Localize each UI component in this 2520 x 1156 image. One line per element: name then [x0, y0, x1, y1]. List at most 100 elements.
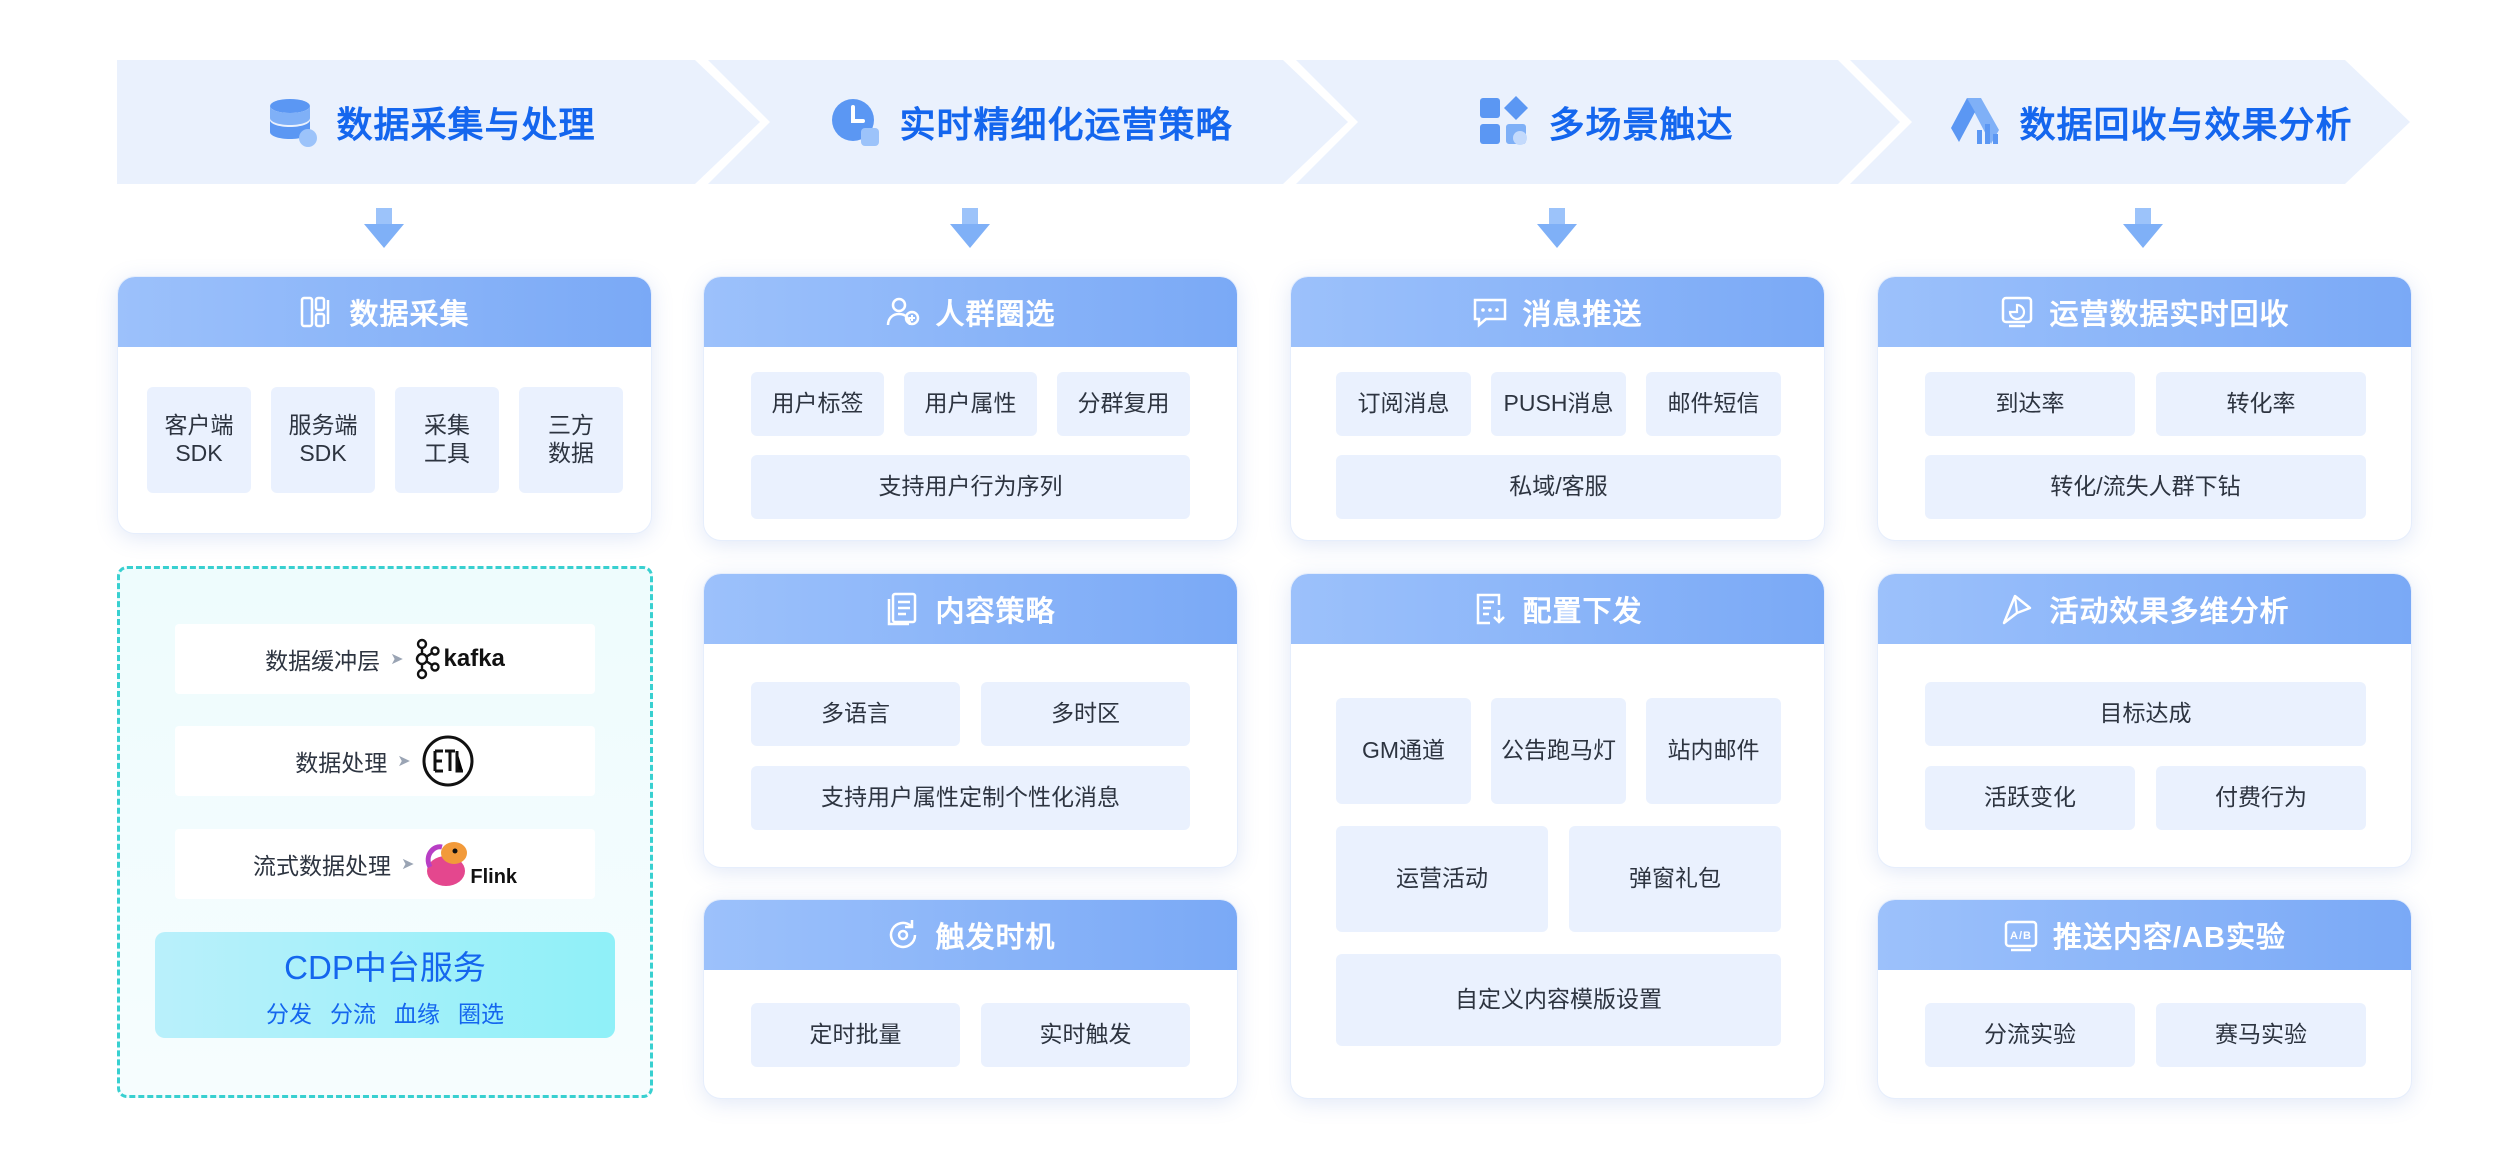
stage-title-1: 数据采集与处理: [150, 92, 710, 152]
stage-title-text-2: 实时精细化运营策略: [899, 104, 1233, 145]
card-title: 推送内容/AB实验: [2053, 922, 2286, 954]
down-arrow-icon: [1537, 208, 1577, 248]
crowd-chip: 用户标签: [751, 372, 884, 436]
stage-banner-3: [1296, 60, 1900, 184]
crowd-chip: 用户属性: [904, 372, 1037, 436]
cdp-service-box: CDP中台服务 分发 分流 血缘 圈选: [155, 932, 615, 1038]
card-header: 配置下发: [1291, 574, 1824, 644]
collect-icon: [301, 296, 330, 328]
card-title: 数据采集: [349, 299, 470, 331]
config-chip: 运营活动: [1336, 826, 1548, 932]
recovery-chip: 转化率: [2156, 372, 2366, 436]
collect-chip: 三方 数据: [519, 387, 623, 493]
cdp-feature: 血缘: [394, 1001, 440, 1027]
etl-logo-icon: [422, 735, 474, 787]
stage-banner-4: [1850, 60, 2410, 184]
document-icon: [888, 592, 917, 626]
monitor-chart-icon: [2002, 296, 2033, 328]
card-header: 内容策略: [704, 574, 1237, 644]
analysis-chip: 付费行为: [2156, 766, 2366, 830]
refresh-timer-icon: [890, 920, 917, 949]
card-title: 运营数据实时回收: [2049, 299, 2290, 331]
push-chip: 邮件短信: [1646, 372, 1781, 436]
cdp-title: CDP中台服务: [284, 949, 486, 986]
card-title: 配置下发: [1522, 596, 1643, 628]
push-chip: 私域/客服: [1336, 455, 1781, 519]
card-effect-analysis: 活动效果多维分析 目标达成 活跃变化 付费行为: [1877, 573, 2412, 868]
squirrel-icon: [426, 842, 468, 886]
card-config-delivery: 配置下发 GM通道 公告跑马灯 站内邮件 运营活动 弹窗礼包 自定义内容模版设置: [1290, 573, 1825, 1099]
down-arrow-icon: [2123, 208, 2163, 248]
card-title: 触发时机: [935, 922, 1056, 954]
recovery-chip: 转化/流失人群下钻: [1925, 455, 2366, 519]
stage-title-3: 多场景触达: [1345, 92, 1865, 152]
config-chip: 弹窗礼包: [1569, 826, 1781, 932]
stage-banner-row: [117, 60, 2410, 184]
crowd-chip: 支持用户行为序列: [751, 455, 1190, 519]
small-arrow-icon: ➤: [400, 856, 415, 873]
config-chip: GM通道: [1336, 698, 1471, 804]
cdp-feature: 分流: [330, 1001, 376, 1027]
kafka-logo: kafka: [414, 638, 505, 680]
crowd-chip: 分群复用: [1057, 372, 1190, 436]
pipeline-label: 数据处理: [295, 750, 388, 776]
small-arrow-icon: ➤: [390, 651, 404, 668]
cdp-feature: 圈选: [458, 1001, 504, 1027]
ab-chip: 分流实验: [1925, 1003, 2135, 1067]
card-content-strategy: 内容策略 多语言 多时区 支持用户属性定制个性化消息: [703, 573, 1238, 868]
database-icon: [270, 99, 318, 147]
chat-bubble-icon: [1474, 298, 1507, 328]
stage-title-text-1: 数据采集与处理: [336, 104, 596, 145]
cdp-feature: 分发: [266, 1001, 312, 1027]
config-chip: 自定义内容模版设置: [1336, 954, 1781, 1046]
pipeline-process-row: 数据处理 ➤: [175, 726, 595, 796]
card-header: 活动效果多维分析: [1878, 574, 2411, 644]
cdp-feature-list: 分发 分流 血缘 圈选: [266, 995, 504, 1029]
clipboard-download-icon: [1477, 593, 1506, 625]
small-arrow-icon: ➤: [397, 753, 411, 770]
card-header: 数据采集: [118, 277, 651, 347]
card-title: 人群圈选: [935, 299, 1056, 331]
drive-chart-icon: [1951, 98, 2000, 144]
card-header: A/B 推送内容/AB实验: [1878, 900, 2411, 970]
content-chip: 多语言: [751, 682, 960, 746]
card-title: 消息推送: [1522, 299, 1643, 331]
card-message-push: 消息推送 订阅消息 PUSH消息 邮件短信 私域/客服: [1290, 276, 1825, 541]
push-chip: PUSH消息: [1491, 372, 1626, 436]
analysis-chip: 目标达成: [1925, 682, 2366, 746]
config-chip: 站内邮件: [1646, 698, 1781, 804]
pipeline-stream-row: 流式数据处理 ➤ Flink: [175, 829, 595, 899]
pipeline-label: 数据缓冲层: [265, 648, 381, 674]
card-header: 人群圈选: [704, 277, 1237, 347]
collect-chip: 采集 工具: [395, 387, 499, 493]
trigger-chip: 实时触发: [981, 1003, 1190, 1067]
stage-title-text-3: 多场景触达: [1548, 104, 1734, 145]
flink-wordmark: Flink: [470, 866, 518, 888]
recovery-chip: 到达率: [1925, 372, 2135, 436]
card-realtime-recovery: 运营数据实时回收 到达率 转化率 转化/流失人群下钻: [1877, 276, 2412, 541]
card-header: 运营数据实时回收: [1878, 277, 2411, 347]
card-trigger-timing: 触发时机 定时批量 实时触发: [703, 899, 1238, 1099]
kafka-icon: [415, 638, 440, 680]
apps-icon: [1480, 96, 1529, 145]
kafka-wordmark: kafka: [443, 645, 505, 672]
flink-logo: Flink: [424, 839, 517, 889]
users-icon: [887, 297, 920, 326]
pipeline-label: 流式数据处理: [252, 853, 391, 879]
ab-chip: 赛马实验: [2156, 1003, 2366, 1067]
down-arrow-icon: [364, 208, 404, 248]
content-chip: 多时区: [981, 682, 1190, 746]
card-title: 活动效果多维分析: [2049, 596, 2290, 628]
content-chip: 支持用户属性定制个性化消息: [751, 766, 1190, 830]
target-flag-icon: [2003, 594, 2032, 625]
stage-title-4: 数据回收与效果分析: [1900, 92, 2400, 152]
card-data-collection: 数据采集 客户端 SDK 服务端 SDK 采集 工具 三方 数据: [117, 276, 652, 534]
collect-chip: 客户端 SDK: [147, 387, 251, 493]
analysis-chip: 活跃变化: [1925, 766, 2135, 830]
svg-text:A/B: A/B: [2010, 930, 2032, 942]
stage-title-2: 实时精细化运营策略: [760, 92, 1300, 152]
stage-banner-2: [708, 60, 1348, 184]
card-header: 消息推送: [1291, 277, 1824, 347]
trigger-chip: 定时批量: [751, 1003, 960, 1067]
config-chip: 公告跑马灯: [1491, 698, 1626, 804]
